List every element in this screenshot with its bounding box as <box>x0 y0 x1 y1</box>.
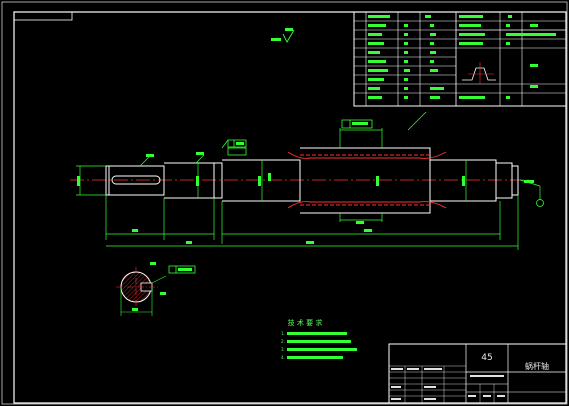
part-name: 蜗杆轴 <box>525 361 549 371</box>
tech-req-item-2: 2. <box>281 339 285 344</box>
tech-req-item-4: 4. <box>281 355 285 360</box>
dimension-labels <box>77 152 534 244</box>
tech-requirements-heading: 技 术 要 求 <box>288 318 323 327</box>
inner-frame <box>13 11 567 404</box>
technical-requirements: 技 术 要 求 1. 2. 3. 4. <box>281 318 357 360</box>
dimension-lines <box>76 111 541 250</box>
title-block: 45 蜗杆轴 <box>388 343 567 404</box>
worm-tooth-profile <box>287 151 447 209</box>
shaft-outline <box>105 147 519 214</box>
tolerance-frames <box>168 119 373 274</box>
material-grade: 45 <box>481 353 492 363</box>
parameter-table <box>353 11 567 107</box>
tech-req-item-3: 3. <box>281 347 285 352</box>
roughness-symbol-global <box>271 28 295 43</box>
code-box <box>13 11 73 21</box>
datum-marker <box>536 199 544 207</box>
keyway-cross-section <box>116 262 167 316</box>
keyway-slot <box>111 175 161 185</box>
tech-req-item-1: 1. <box>281 331 285 336</box>
